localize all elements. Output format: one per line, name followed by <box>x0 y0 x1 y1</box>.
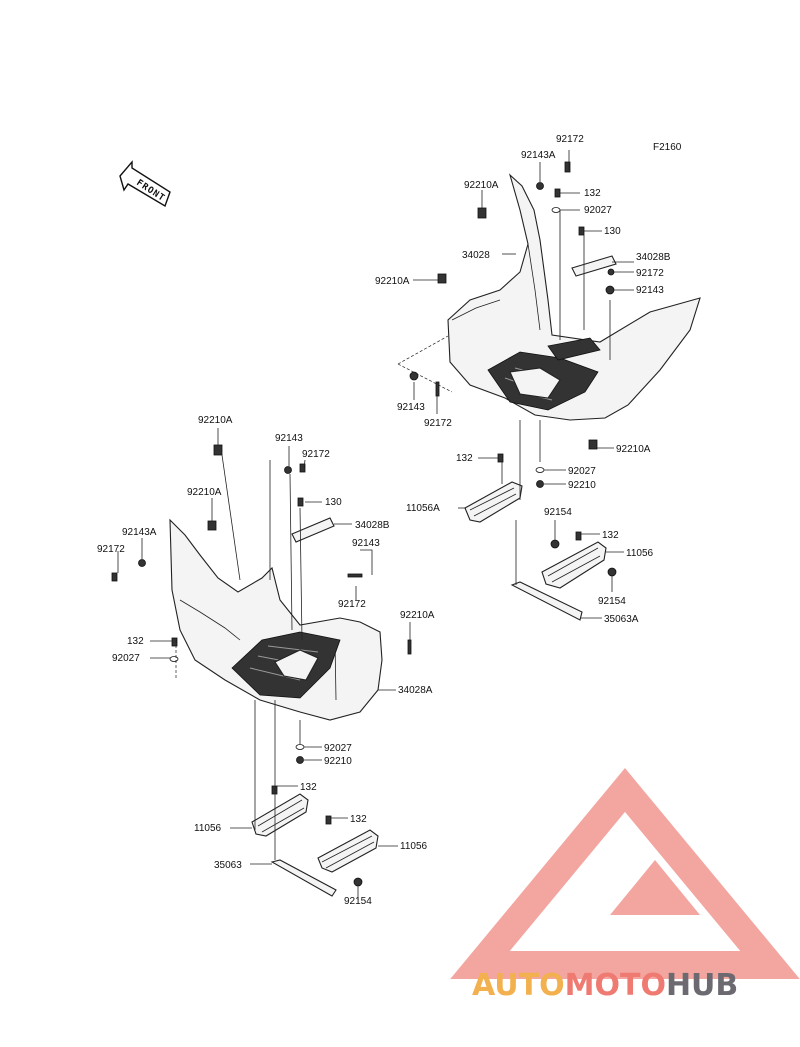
diagram-code: F2160 <box>653 142 682 153</box>
label-l-92027-bot: 92027 <box>324 743 352 754</box>
watermark-triangle-icon <box>450 768 800 979</box>
label-l-92210a-mid: 92210A <box>187 487 222 498</box>
label-l-92172-mid: 92172 <box>338 599 366 610</box>
watermark-moto: MOTO <box>565 968 666 1003</box>
label-r-92143a-top: 92143A <box>521 150 556 161</box>
label-l-92210a-right: 92210A <box>400 610 435 621</box>
label-r-92027-bot: 92027 <box>568 466 596 477</box>
label-r-92154-a: 92154 <box>544 507 572 518</box>
label-l-92154: 92154 <box>344 896 372 907</box>
label-r-92172-top: 92172 <box>556 134 584 145</box>
label-l-11056-a: 11056 <box>194 823 222 834</box>
label-r-92210a-bot: 92210A <box>616 444 651 455</box>
label-l-92210-bot: 92210 <box>324 756 352 767</box>
label-r-35063a: 35063A <box>604 614 639 625</box>
label-l-92172-top: 92172 <box>302 449 330 460</box>
label-r-92143-bot: 92143 <box>397 402 425 413</box>
label-r-92210-bot: 92210 <box>568 480 596 491</box>
label-l-34028a: 34028A <box>398 685 433 696</box>
label-r-92027-top: 92027 <box>584 205 612 216</box>
label-l-132-bot: 132 <box>300 782 317 793</box>
label-r-132-mid: 132 <box>456 453 473 464</box>
svg-text:AUTOMOTOHUB: AUTOMOTOHUB <box>472 968 738 1003</box>
label-l-92172-left: 92172 <box>97 544 125 555</box>
label-r-132-b: 132 <box>602 530 619 541</box>
label-l-92143a: 92143A <box>122 527 157 538</box>
label-l-35063: 35063 <box>214 860 242 871</box>
label-l-92027-left: 92027 <box>112 653 140 664</box>
watermark-auto: AUTO <box>472 968 565 1003</box>
automotohub-watermark: AUTOMOTOHUB <box>450 768 800 1003</box>
label-r-92172-mid: 92172 <box>636 268 664 279</box>
label-r-92210a-top: 92210A <box>464 180 499 191</box>
label-l-132-b: 132 <box>350 814 367 825</box>
watermark-hub: HUB <box>666 968 738 1003</box>
label-r-92143-mid: 92143 <box>636 285 664 296</box>
label-r-92172-bot: 92172 <box>424 418 452 429</box>
label-r-130: 130 <box>604 226 621 237</box>
label-r-34028b: 34028B <box>636 252 671 263</box>
label-l-92143-top: 92143 <box>275 433 303 444</box>
label-l-11056-b: 11056 <box>400 841 428 852</box>
label-r-92154-b: 92154 <box>598 596 626 607</box>
label-r-132-top: 132 <box>584 188 601 199</box>
label-l-34028b: 34028B <box>355 520 390 531</box>
label-r-92210a-mid: 92210A <box>375 276 410 287</box>
label-l-130: 130 <box>325 497 342 508</box>
label-l-92143-mid: 92143 <box>352 538 380 549</box>
right-floorboard-assembly <box>397 150 701 621</box>
left-floorboard-assembly <box>111 428 412 900</box>
label-r-11056a: 11056A <box>406 503 440 514</box>
label-r-34028: 34028 <box>462 250 490 261</box>
label-l-92210a-top: 92210A <box>198 415 233 426</box>
label-l-132-left: 132 <box>127 636 144 647</box>
label-r-11056: 11056 <box>626 548 654 559</box>
front-arrow-icon: FRONT <box>119 160 171 208</box>
part-labels: 92172 92143A 92210A 132 92027 130 34028 … <box>97 134 671 907</box>
